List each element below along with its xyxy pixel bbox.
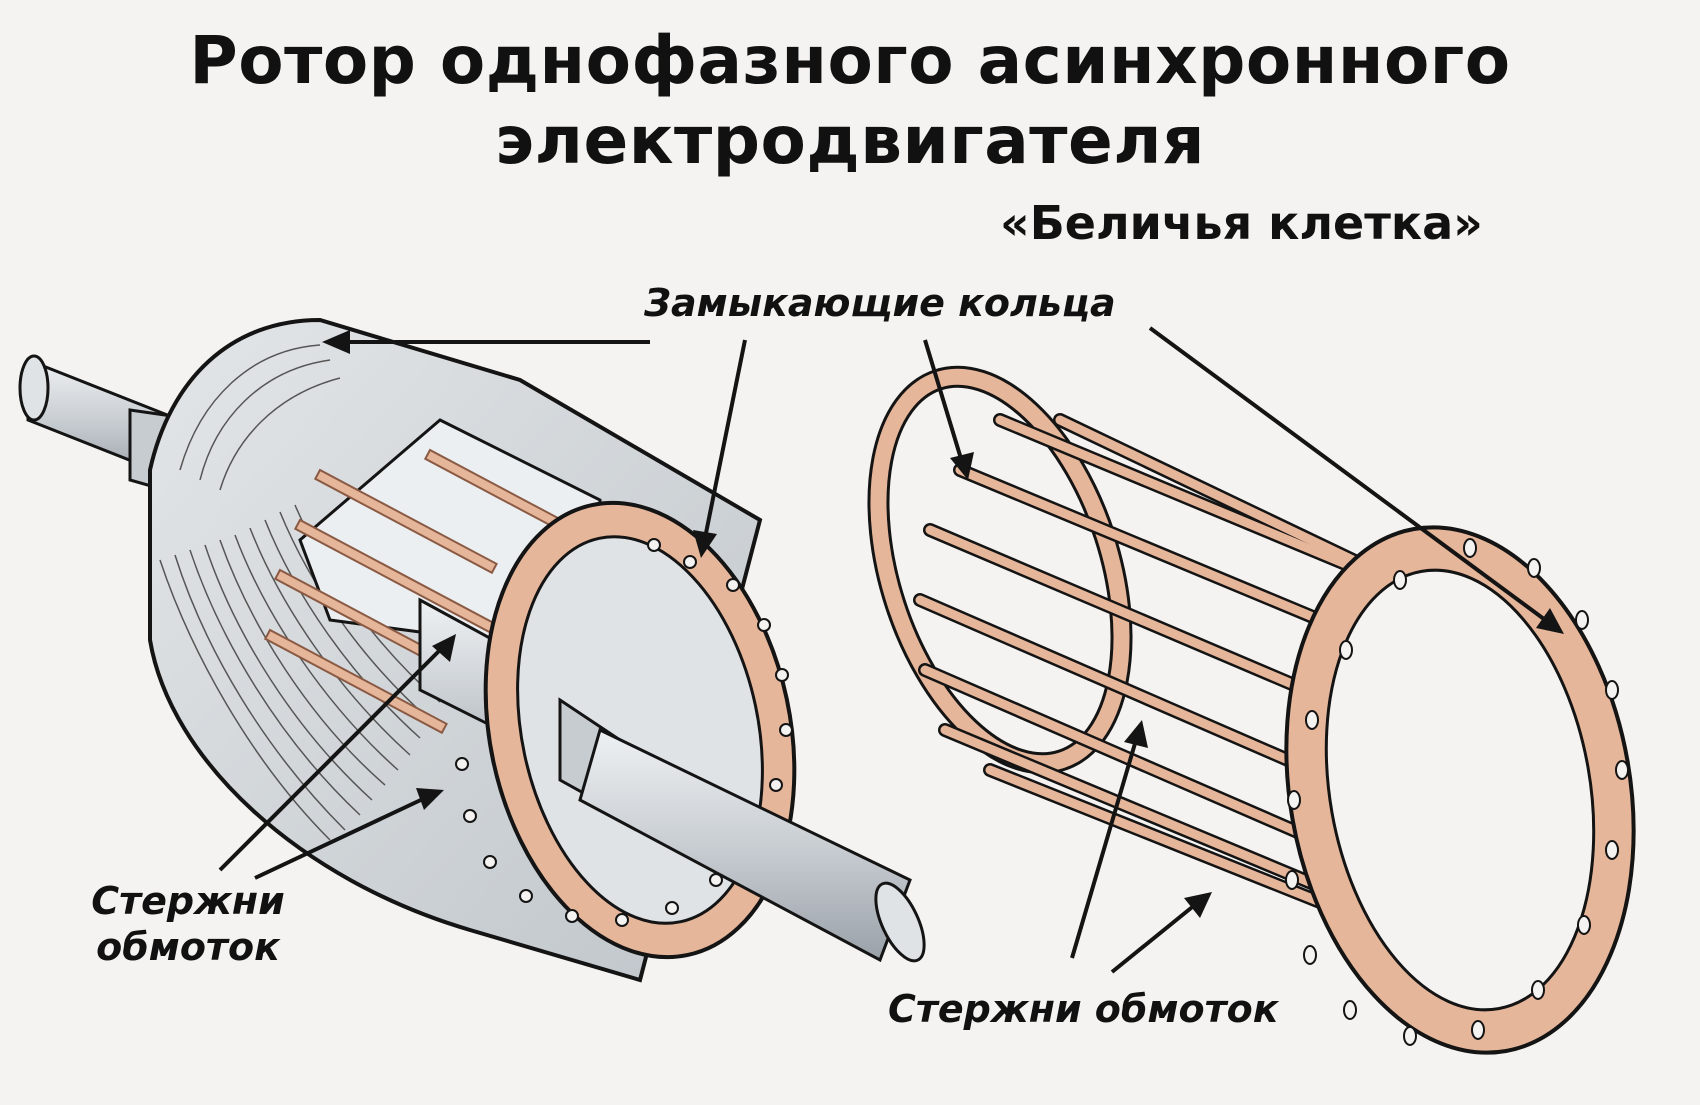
label-end-rings: Замыкающие кольца	[644, 281, 1116, 325]
label-winding-bars-right: Стержни обмоток	[888, 987, 1279, 1031]
end-ring-front-cage	[1284, 525, 1636, 1055]
label-winding-bars-left-line2: обмоток	[96, 925, 280, 969]
arrow-ring-cage-front	[1148, 326, 1550, 624]
arrow-bar-right-2	[1110, 902, 1198, 974]
arrow-bar-right-1	[1070, 739, 1138, 959]
squirrel-cage-subtitle: «Беличья клетка»	[1000, 196, 1483, 250]
title-line-2: электродвигателя	[495, 102, 1205, 179]
title-line-1: Ротор однофазного асинхронного	[189, 22, 1511, 99]
arrow-ring-front	[703, 339, 747, 539]
arrow-bar-left-2	[254, 796, 426, 880]
shaft-front	[558, 697, 926, 963]
label-winding-bars-left-line1: Стержни	[91, 879, 285, 923]
arrow-bar-left-1	[218, 648, 442, 872]
label-winding-bars-left: Стержни обмоток	[78, 878, 298, 970]
squirrel-cage	[867, 365, 1636, 1055]
arrow-ring-cage-back	[923, 339, 964, 463]
leader-arrows	[218, 326, 1564, 974]
rotor-assembly	[18, 317, 926, 983]
